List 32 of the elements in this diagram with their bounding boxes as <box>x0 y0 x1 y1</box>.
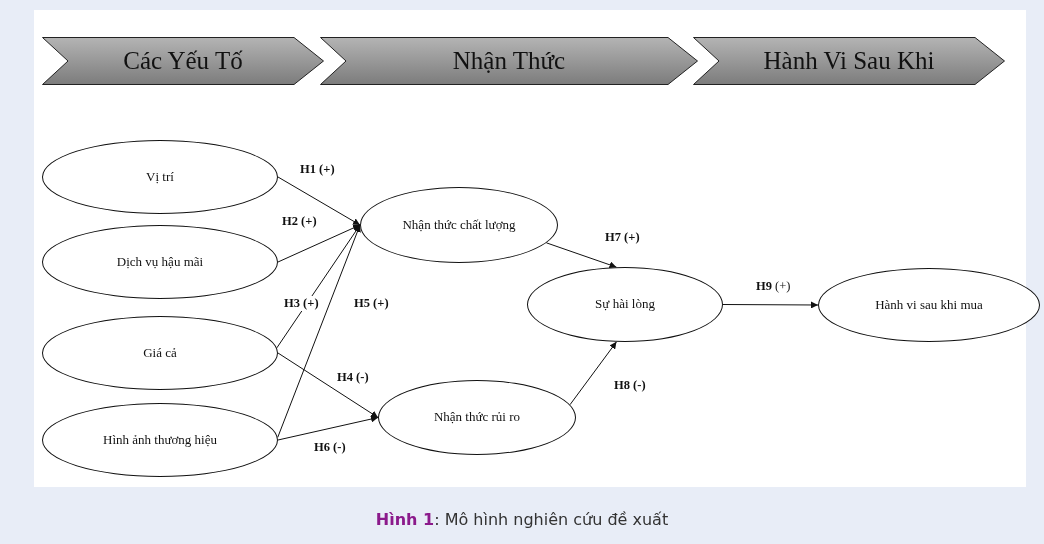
arrow <box>277 352 379 418</box>
arrow <box>276 224 361 349</box>
node-label: Nhận thức rủi ro <box>433 408 521 427</box>
node-label: Nhận thức chất lượng <box>402 215 516 234</box>
node-label: Hành vi sau khi mua <box>875 295 983 314</box>
chevron-stage <box>42 37 324 85</box>
arrow <box>722 301 819 309</box>
arrow <box>545 242 617 269</box>
edge-label: H2 (+) <box>280 214 319 229</box>
edge-label: H4 (-) <box>335 370 371 385</box>
node-label: Dịch vụ hậu mãi <box>116 252 204 271</box>
edge-label: H1 (+) <box>298 162 337 177</box>
node-label: Hình ảnh thương hiệu <box>103 430 217 449</box>
node-label: Nhận Thức <box>452 45 566 76</box>
edge-label: H6 (-) <box>312 440 348 455</box>
figure-caption: Hình 1: Mô hình nghiên cứu đề xuất <box>375 510 669 529</box>
edge-label: H3 (+) <box>282 296 321 311</box>
node-label: Các Yếu Tố <box>123 45 243 76</box>
edge-label: H7 (+) <box>603 230 642 245</box>
arrow <box>277 415 379 441</box>
arrow <box>277 224 361 263</box>
edge-label: H5 (+) <box>352 296 391 311</box>
node-label: Hành Vi Sau Khi <box>763 45 935 76</box>
chevron-stage <box>320 37 698 85</box>
node-label: Vị trí <box>146 167 174 186</box>
chevron-stage <box>693 37 1005 85</box>
edge-label: H9 (+) <box>754 279 793 294</box>
arrow <box>277 176 361 226</box>
arrow <box>569 341 617 406</box>
node-label: Sự hài lòng <box>595 295 655 314</box>
node-label: Giá cả <box>143 343 177 362</box>
edge-label: H8 (-) <box>612 378 648 393</box>
